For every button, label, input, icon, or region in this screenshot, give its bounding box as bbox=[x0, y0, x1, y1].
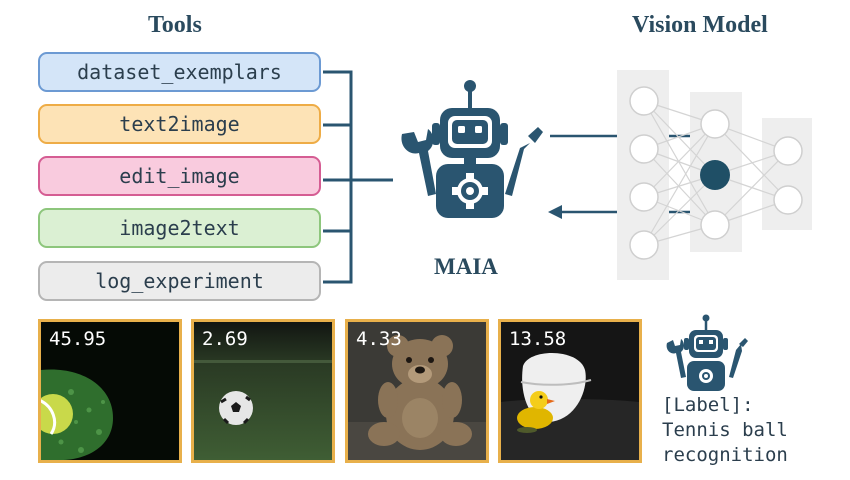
result-label-line1: Tennis ball bbox=[662, 419, 788, 441]
exemplar-image-teddy-bear[interactable]: 4.33 bbox=[345, 319, 489, 463]
vision-model-heading: Vision Model bbox=[632, 12, 768, 38]
tool-image2text[interactable]: image2text bbox=[38, 208, 321, 248]
tool-edit-image[interactable]: edit_image bbox=[38, 156, 321, 196]
teddy-bear-scene bbox=[348, 322, 486, 460]
exemplar-score: 2.69 bbox=[202, 328, 248, 350]
exemplar-image-rubber-duck[interactable]: 13.58 bbox=[498, 319, 642, 463]
rubber-duck-scene bbox=[501, 322, 639, 460]
tool-text2image[interactable]: text2image bbox=[38, 104, 321, 144]
arrow-from-vision-model-head bbox=[548, 205, 562, 219]
maia-robot-icon bbox=[401, 80, 543, 218]
vision-model-network bbox=[617, 70, 812, 280]
tool-log-experiment[interactable]: log_experiment bbox=[38, 261, 321, 301]
small-robot-icon bbox=[666, 314, 748, 391]
result-label: [Label]: Tennis ball recognition bbox=[662, 393, 788, 468]
result-label-line2: recognition bbox=[662, 444, 788, 466]
soccer-ball-scene bbox=[194, 322, 332, 460]
target-neuron bbox=[700, 160, 730, 190]
maia-label: MAIA bbox=[434, 254, 498, 279]
tool-dataset-exemplars[interactable]: dataset_exemplars bbox=[38, 52, 321, 92]
tool-bracket-connector bbox=[323, 70, 393, 284]
exemplar-score: 13.58 bbox=[509, 328, 567, 350]
exemplar-score: 45.95 bbox=[49, 328, 107, 350]
exemplar-image-soccer-ball[interactable]: 2.69 bbox=[191, 319, 335, 463]
exemplar-score: 4.33 bbox=[356, 328, 402, 350]
tennis-ball-scene bbox=[41, 322, 179, 460]
exemplar-image-tennis-ball[interactable]: 45.95 bbox=[38, 319, 182, 463]
tools-heading: Tools bbox=[148, 12, 202, 38]
result-label-tag: [Label]: bbox=[662, 394, 754, 416]
